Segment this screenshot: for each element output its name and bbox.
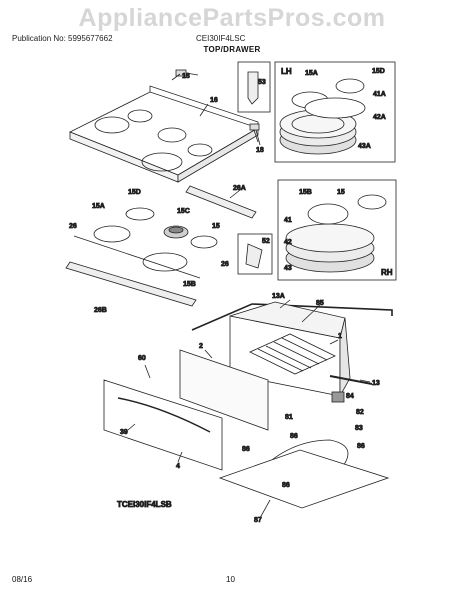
model-number: CEI30IF4LSC <box>196 34 246 43</box>
cooktop-glass[interactable] <box>69 85 259 183</box>
label-84: 84 <box>346 393 354 400</box>
label-39: 39 <box>120 429 128 436</box>
watermark: AppliancePartsPros.com <box>78 4 386 32</box>
publication-number: Publication No: 5995677662 <box>12 34 113 43</box>
label-1: 1 <box>338 333 342 340</box>
label-43: 43 <box>284 265 292 272</box>
label-86-b: 86 <box>357 443 365 450</box>
drawer-front-panel[interactable] <box>179 349 269 431</box>
label-15b: 15B <box>183 281 196 288</box>
bracket-26b[interactable] <box>65 261 197 307</box>
inset-53-box <box>237 61 271 113</box>
element-15c[interactable] <box>163 225 189 239</box>
label-2: 2 <box>199 343 203 350</box>
label-86-a: 86 <box>290 433 298 440</box>
element-15[interactable] <box>190 235 218 249</box>
label-15a-lh: 15A <box>305 70 318 77</box>
element-15a[interactable] <box>93 225 131 243</box>
drawer-door[interactable] <box>103 379 223 471</box>
label-15-rh: 15 <box>337 189 345 196</box>
label-18-side: 18 <box>256 147 264 154</box>
label-13a: 13A <box>272 293 285 300</box>
label-85: 85 <box>316 300 324 307</box>
label-26-left: 26 <box>69 223 77 230</box>
lh-element-stack[interactable] <box>279 78 366 155</box>
label-86-d: 86 <box>282 482 290 489</box>
drawer-bottom-87[interactable] <box>218 449 390 509</box>
drawer-slide-13[interactable] <box>329 375 373 385</box>
label-41a: 41A <box>373 91 386 98</box>
label-42a: 42A <box>373 114 386 121</box>
inset-52-box <box>237 233 273 275</box>
footer-date: 08/16 <box>12 575 33 584</box>
cooktop-clip-side[interactable] <box>249 123 260 143</box>
cooktop-clip-top[interactable] <box>175 69 199 77</box>
label-43a: 43A <box>358 143 371 150</box>
section-title: TOP/DRAWER <box>203 45 261 54</box>
rh-element-stack[interactable] <box>285 194 387 273</box>
label-82: 82 <box>356 409 364 416</box>
label-52: 52 <box>262 238 270 245</box>
label-4: 4 <box>176 463 180 470</box>
label-83: 83 <box>355 425 363 432</box>
label-16: 16 <box>210 97 218 104</box>
label-18-top: 18 <box>182 73 190 80</box>
element-15d[interactable] <box>125 207 155 221</box>
label-26-right: 26 <box>221 261 229 268</box>
label-15c: 15C <box>177 208 190 215</box>
label-13: 13 <box>372 380 380 387</box>
inset-lh-box <box>274 61 396 163</box>
inset-rh-box <box>277 179 397 281</box>
label-15d: 15D <box>128 189 141 196</box>
footer-page-number: 10 <box>226 575 235 584</box>
label-53: 53 <box>258 79 266 86</box>
label-87: 87 <box>254 517 262 524</box>
label-lh: LH <box>281 67 292 76</box>
label-rh: RH <box>381 268 393 277</box>
drawer-rack[interactable] <box>249 333 336 375</box>
element-15b[interactable] <box>142 252 188 272</box>
switch-82[interactable] <box>331 391 345 403</box>
label-26a: 26A <box>233 185 246 192</box>
bracket-26a[interactable] <box>185 185 257 219</box>
label-86-c: 86 <box>242 446 250 453</box>
label-60: 60 <box>138 355 146 362</box>
label-42: 42 <box>284 239 292 246</box>
label-26b: 26B <box>94 307 107 314</box>
label-81: 81 <box>285 414 293 421</box>
label-41: 41 <box>284 217 292 224</box>
label-15b-rh: 15B <box>299 189 312 196</box>
label-15: 15 <box>212 223 220 230</box>
diagram-code: TCEI30IF4LSB <box>117 500 172 509</box>
label-15a: 15A <box>92 203 105 210</box>
label-15d-lh: 15D <box>372 68 385 75</box>
